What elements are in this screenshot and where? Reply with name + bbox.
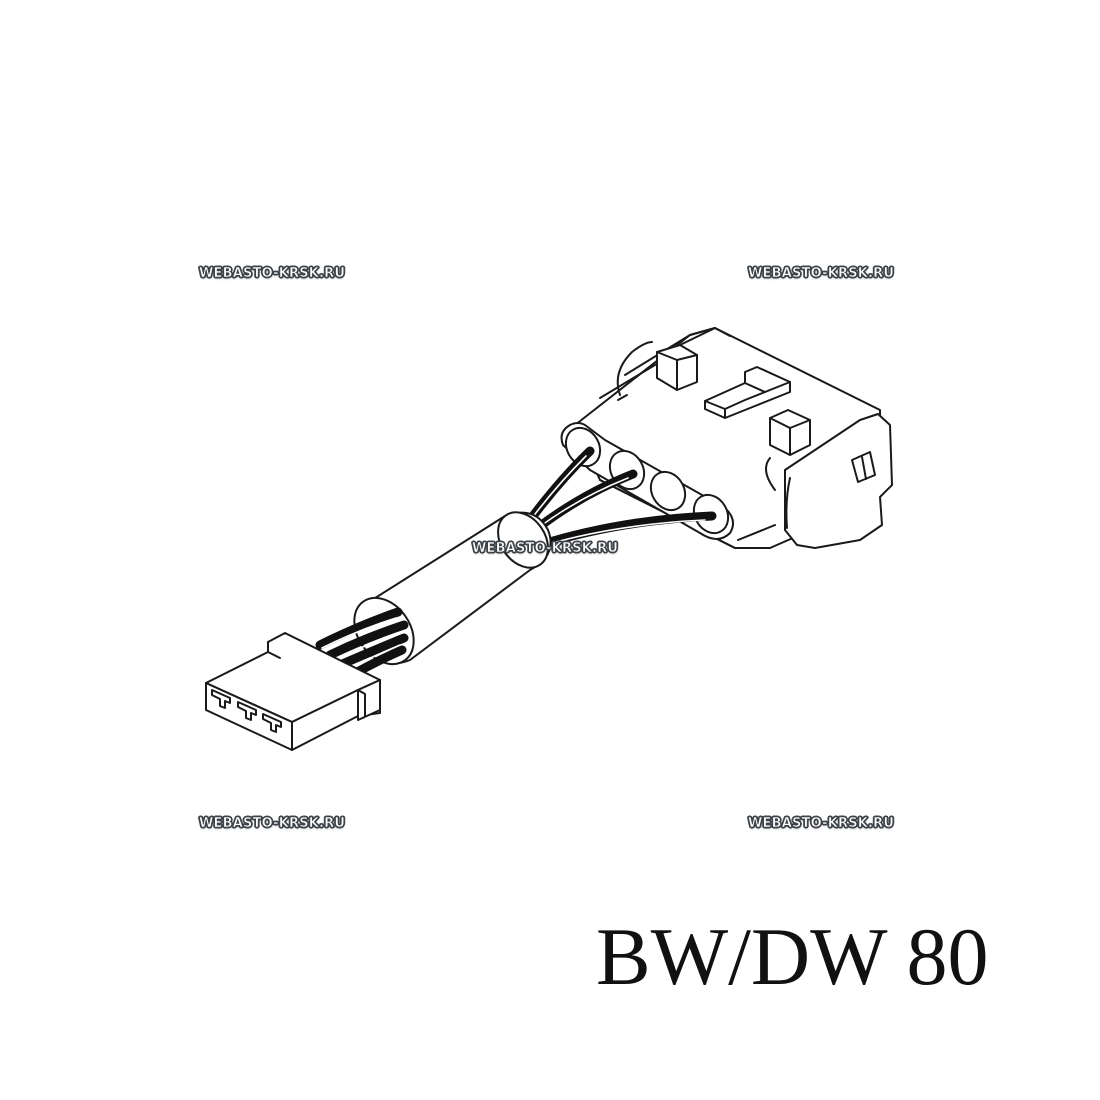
watermark-bottom-right: WEBASTO-KRSK.RU <box>748 816 895 832</box>
cavity-1 <box>564 426 602 468</box>
pin-socket-3 <box>262 713 282 733</box>
pin-socket-1 <box>211 689 231 709</box>
cavity-face <box>560 422 735 540</box>
cavity-3 <box>649 470 687 512</box>
watermark-center: WEBASTO-KRSK.RU <box>472 541 619 557</box>
small-connector-plug <box>205 632 381 751</box>
watermark-bottom-left: WEBASTO-KRSK.RU <box>199 816 346 832</box>
large-connector-housing <box>574 327 893 549</box>
watermark-top-right: WEBASTO-KRSK.RU <box>748 266 895 282</box>
model-label: BW/DW 80 <box>596 911 989 1002</box>
watermark-top-left: WEBASTO-KRSK.RU <box>199 266 346 282</box>
wires-upper <box>525 446 717 550</box>
pin-socket-2 <box>237 701 257 721</box>
